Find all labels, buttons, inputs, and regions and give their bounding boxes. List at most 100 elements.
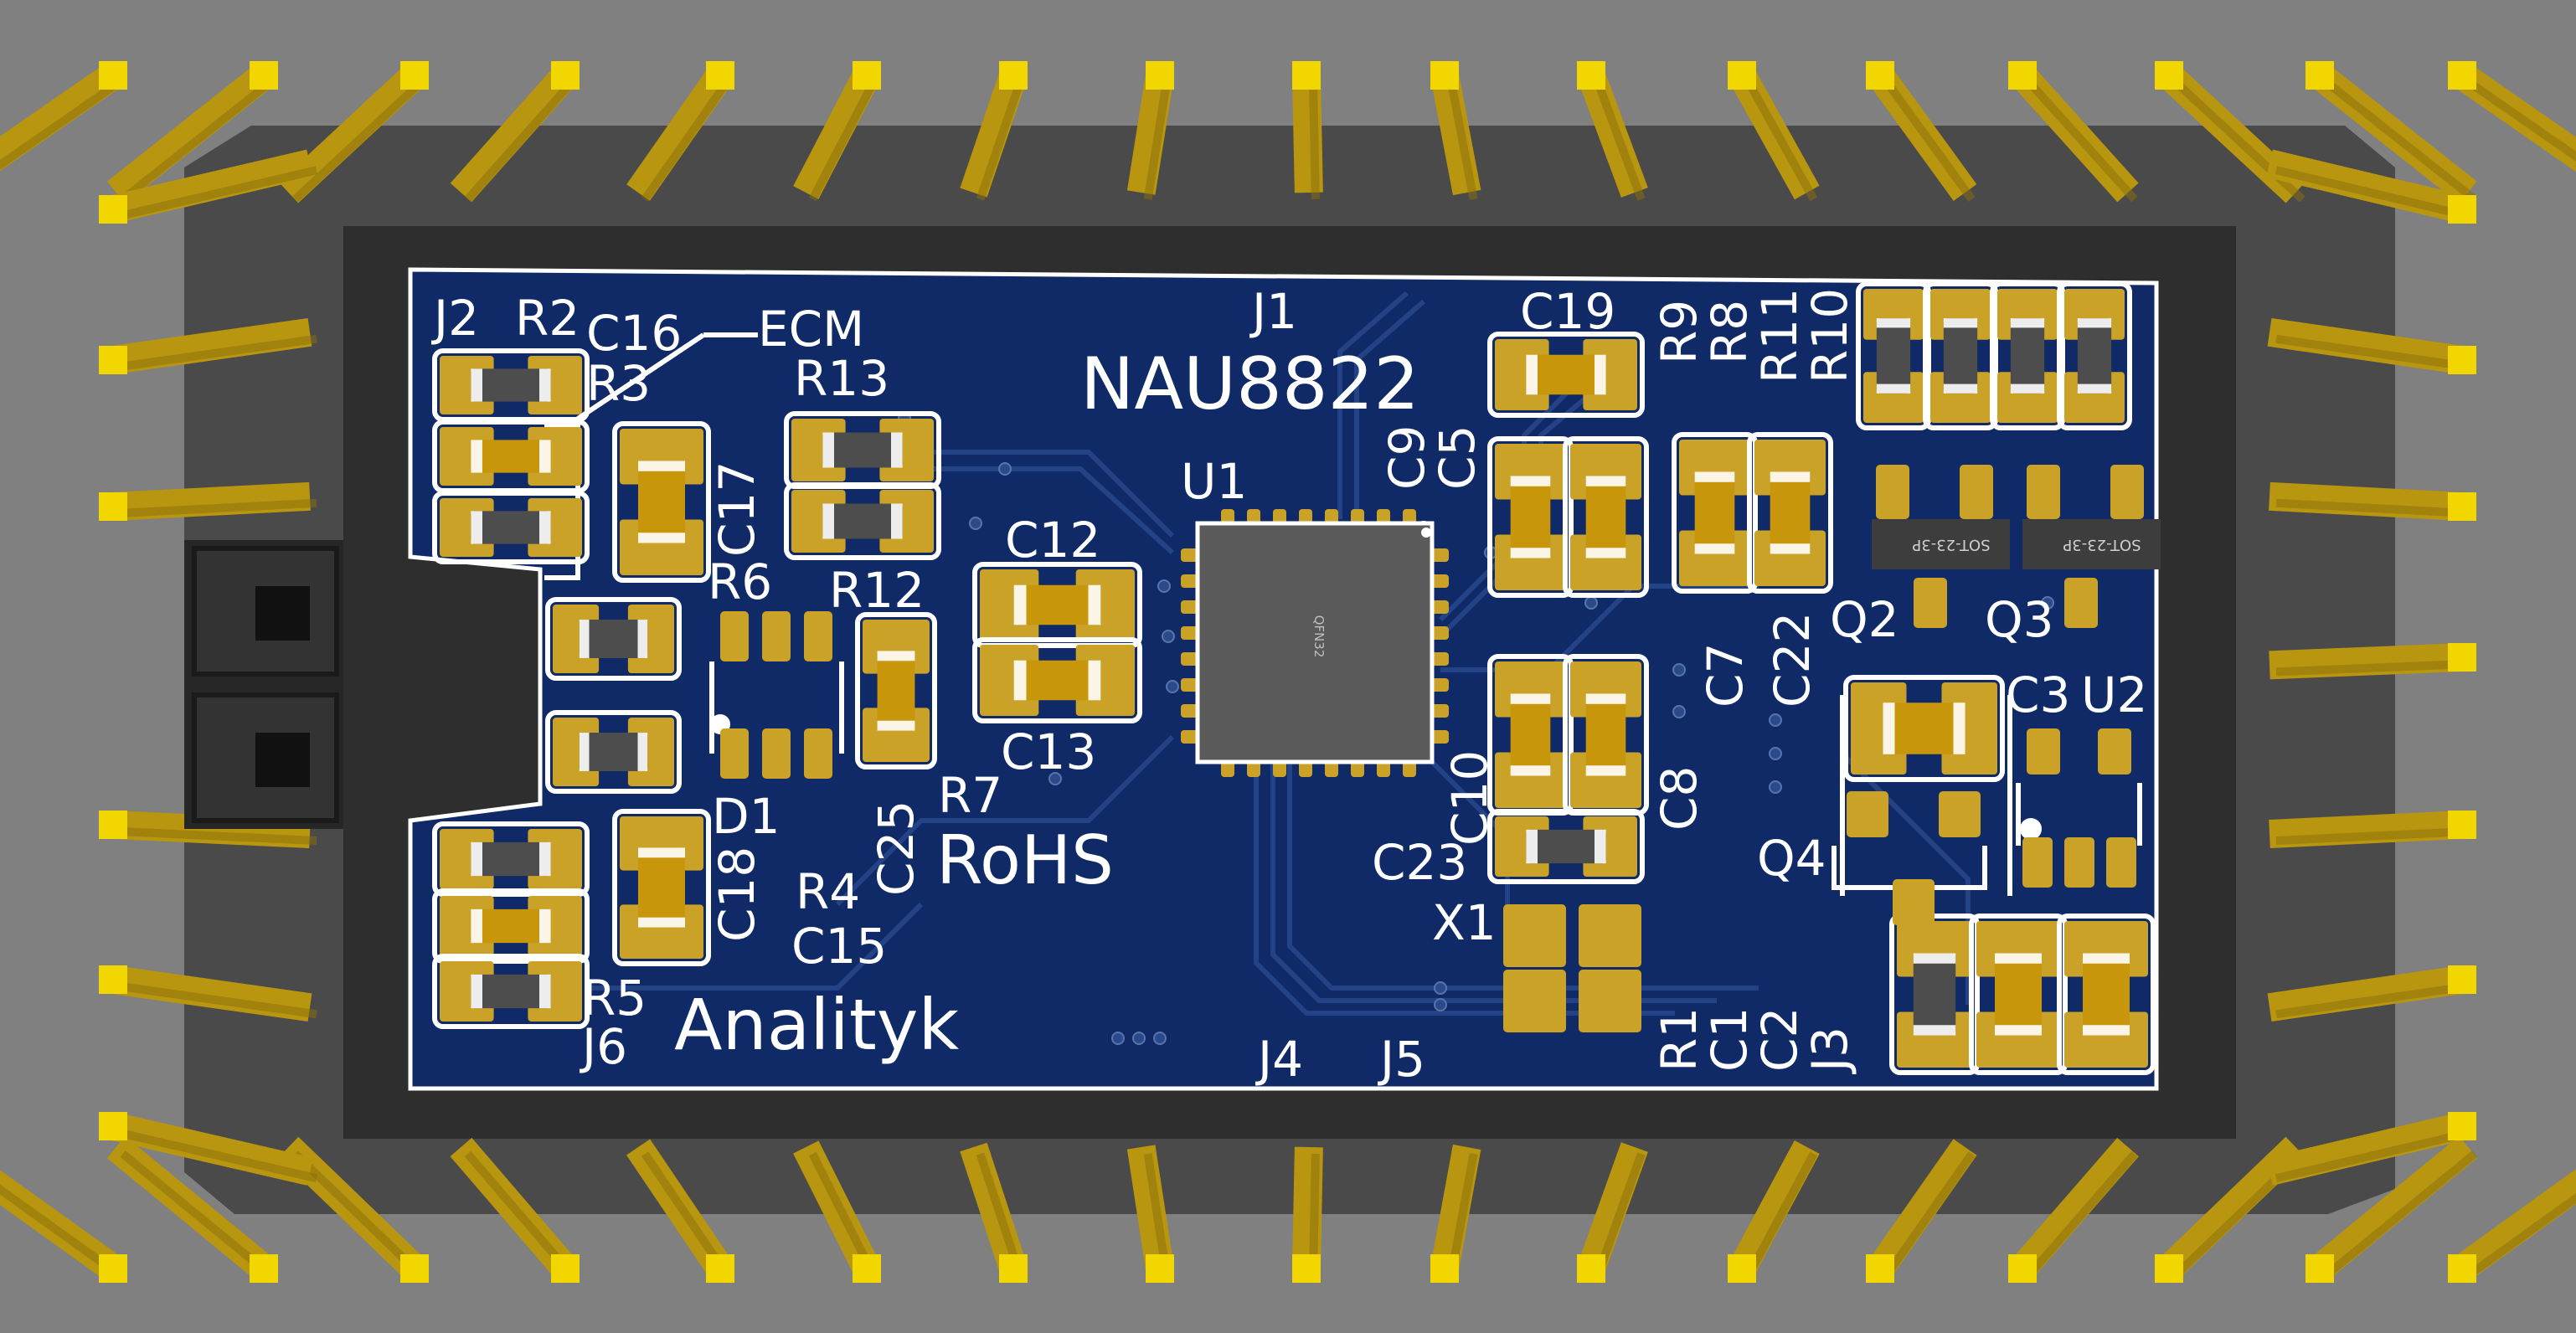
pin-right-4 [2269, 643, 2476, 680]
pin-top-5 [626, 61, 734, 202]
designator-c18: C18 [708, 847, 765, 942]
designator-q3: Q3 [1985, 591, 2054, 648]
component-4 [612, 421, 711, 583]
sot23-q3: SOT-23-3P [2022, 519, 2161, 569]
designator-j1: J1 [1249, 283, 1297, 340]
pin-left-5 [99, 811, 317, 848]
components [432, 281, 2156, 1075]
via [1434, 981, 1447, 995]
component-10 [972, 562, 1142, 648]
pin-top-10 [1430, 61, 1481, 200]
component-25 [1856, 281, 1931, 430]
sot-pads [1876, 465, 2144, 628]
component-7 [545, 597, 682, 681]
sot-label-1: SOT-23-3P [1912, 536, 1990, 553]
designator-c3: C3 [2006, 666, 2070, 723]
via [969, 517, 982, 530]
designator-q4: Q4 [1757, 830, 1826, 887]
u2-pads [2022, 728, 2136, 888]
component-21 [432, 888, 590, 964]
via [1769, 747, 1782, 760]
designator-c10: C10 [1441, 750, 1498, 846]
designator-c19: C19 [1520, 283, 1615, 340]
component-2 [432, 419, 590, 493]
component-27 [1990, 281, 2065, 430]
designator-j2: J2 [431, 290, 479, 347]
component-16 [1747, 432, 1833, 594]
component-29 [1889, 914, 1980, 1075]
pin-right-6 [2267, 965, 2476, 1022]
component-9 [855, 612, 937, 769]
designator-r4: R4 [796, 863, 860, 920]
designator-r3: R3 [586, 355, 651, 412]
pin-right-7 [2266, 1112, 2476, 1186]
pin-top-14 [2008, 61, 2139, 203]
designator-c22: C22 [1764, 612, 1821, 708]
designator-r10: R10 [1801, 288, 1858, 383]
designator-r5: R5 [582, 970, 647, 1027]
via [1153, 1032, 1167, 1045]
pin-row-left [99, 149, 318, 1186]
pin-bottom-9 [1292, 1146, 1323, 1283]
designator-d1: D1 [712, 788, 781, 845]
pin-top-4 [450, 61, 580, 203]
designator-q2: Q2 [1830, 591, 1899, 648]
chip-u1: QFN32 [1181, 509, 1449, 777]
designator-c1: C1 [1701, 1007, 1758, 1072]
designator-c7: C7 [1697, 643, 1754, 708]
designator-c5: C5 [1429, 425, 1486, 490]
pin-bottom-10 [1430, 1144, 1481, 1283]
side-connector [184, 540, 343, 829]
pin-top-11 [1577, 61, 1648, 201]
pin-left-3 [99, 481, 317, 521]
via [998, 462, 1012, 476]
pin-top-13 [1866, 61, 1977, 202]
q4-pads [1847, 791, 1981, 925]
via [1132, 1032, 1146, 1045]
rohs-label: RoHS [936, 821, 1114, 899]
designator-r13: R13 [794, 350, 889, 407]
pin-top-8 [1126, 61, 1174, 200]
pin-bottom-6 [793, 1140, 881, 1283]
designator-j6: J6 [580, 1018, 627, 1075]
designator-j3: J3 [1801, 1027, 1858, 1074]
designator-r9: R9 [1651, 300, 1708, 364]
component-30 [1969, 914, 2068, 1075]
component-14 [1563, 436, 1649, 598]
pin-right-2 [2267, 317, 2476, 374]
designator-c16: C16 [586, 305, 682, 362]
designator-c2: C2 [1751, 1007, 1808, 1072]
d1-pads [720, 611, 832, 779]
pin-top-6 [793, 61, 881, 202]
component-3 [432, 491, 590, 564]
component-20 [432, 821, 590, 897]
component-28 [2057, 281, 2132, 430]
component-18 [1563, 654, 1649, 816]
designator-r2: R2 [515, 290, 580, 347]
pin-right-3 [2269, 481, 2476, 521]
designator-r12: R12 [829, 562, 925, 619]
component-11 [972, 637, 1142, 723]
component-22 [432, 954, 590, 1029]
pin-left-2 [99, 317, 317, 374]
designator-c13: C13 [1001, 723, 1096, 780]
designator-r8: R8 [1701, 300, 1758, 364]
designator-u1: U1 [1181, 453, 1247, 510]
designator-c17: C17 [708, 461, 765, 557]
component-6 [784, 482, 941, 560]
designator-j4: J4 [1255, 1031, 1303, 1088]
via [1048, 772, 1062, 785]
maker-label: Analityk [674, 984, 959, 1066]
pin-bottom-11 [1577, 1142, 1648, 1283]
pin-bottom-16 [2306, 1135, 2478, 1283]
pin-top-2 [107, 61, 278, 204]
designator-c12: C12 [1005, 512, 1100, 569]
via [1672, 663, 1686, 677]
silkscreen-text: NAU8822 RoHS Analityk J2 R2 C16 R3 ECM R… [431, 283, 2147, 1088]
pin-bottom-2 [106, 1135, 278, 1283]
component-8 [545, 710, 682, 794]
component-17 [1487, 654, 1574, 816]
pin-top-17 [2448, 61, 2576, 172]
designator-r6: R6 [708, 553, 772, 610]
